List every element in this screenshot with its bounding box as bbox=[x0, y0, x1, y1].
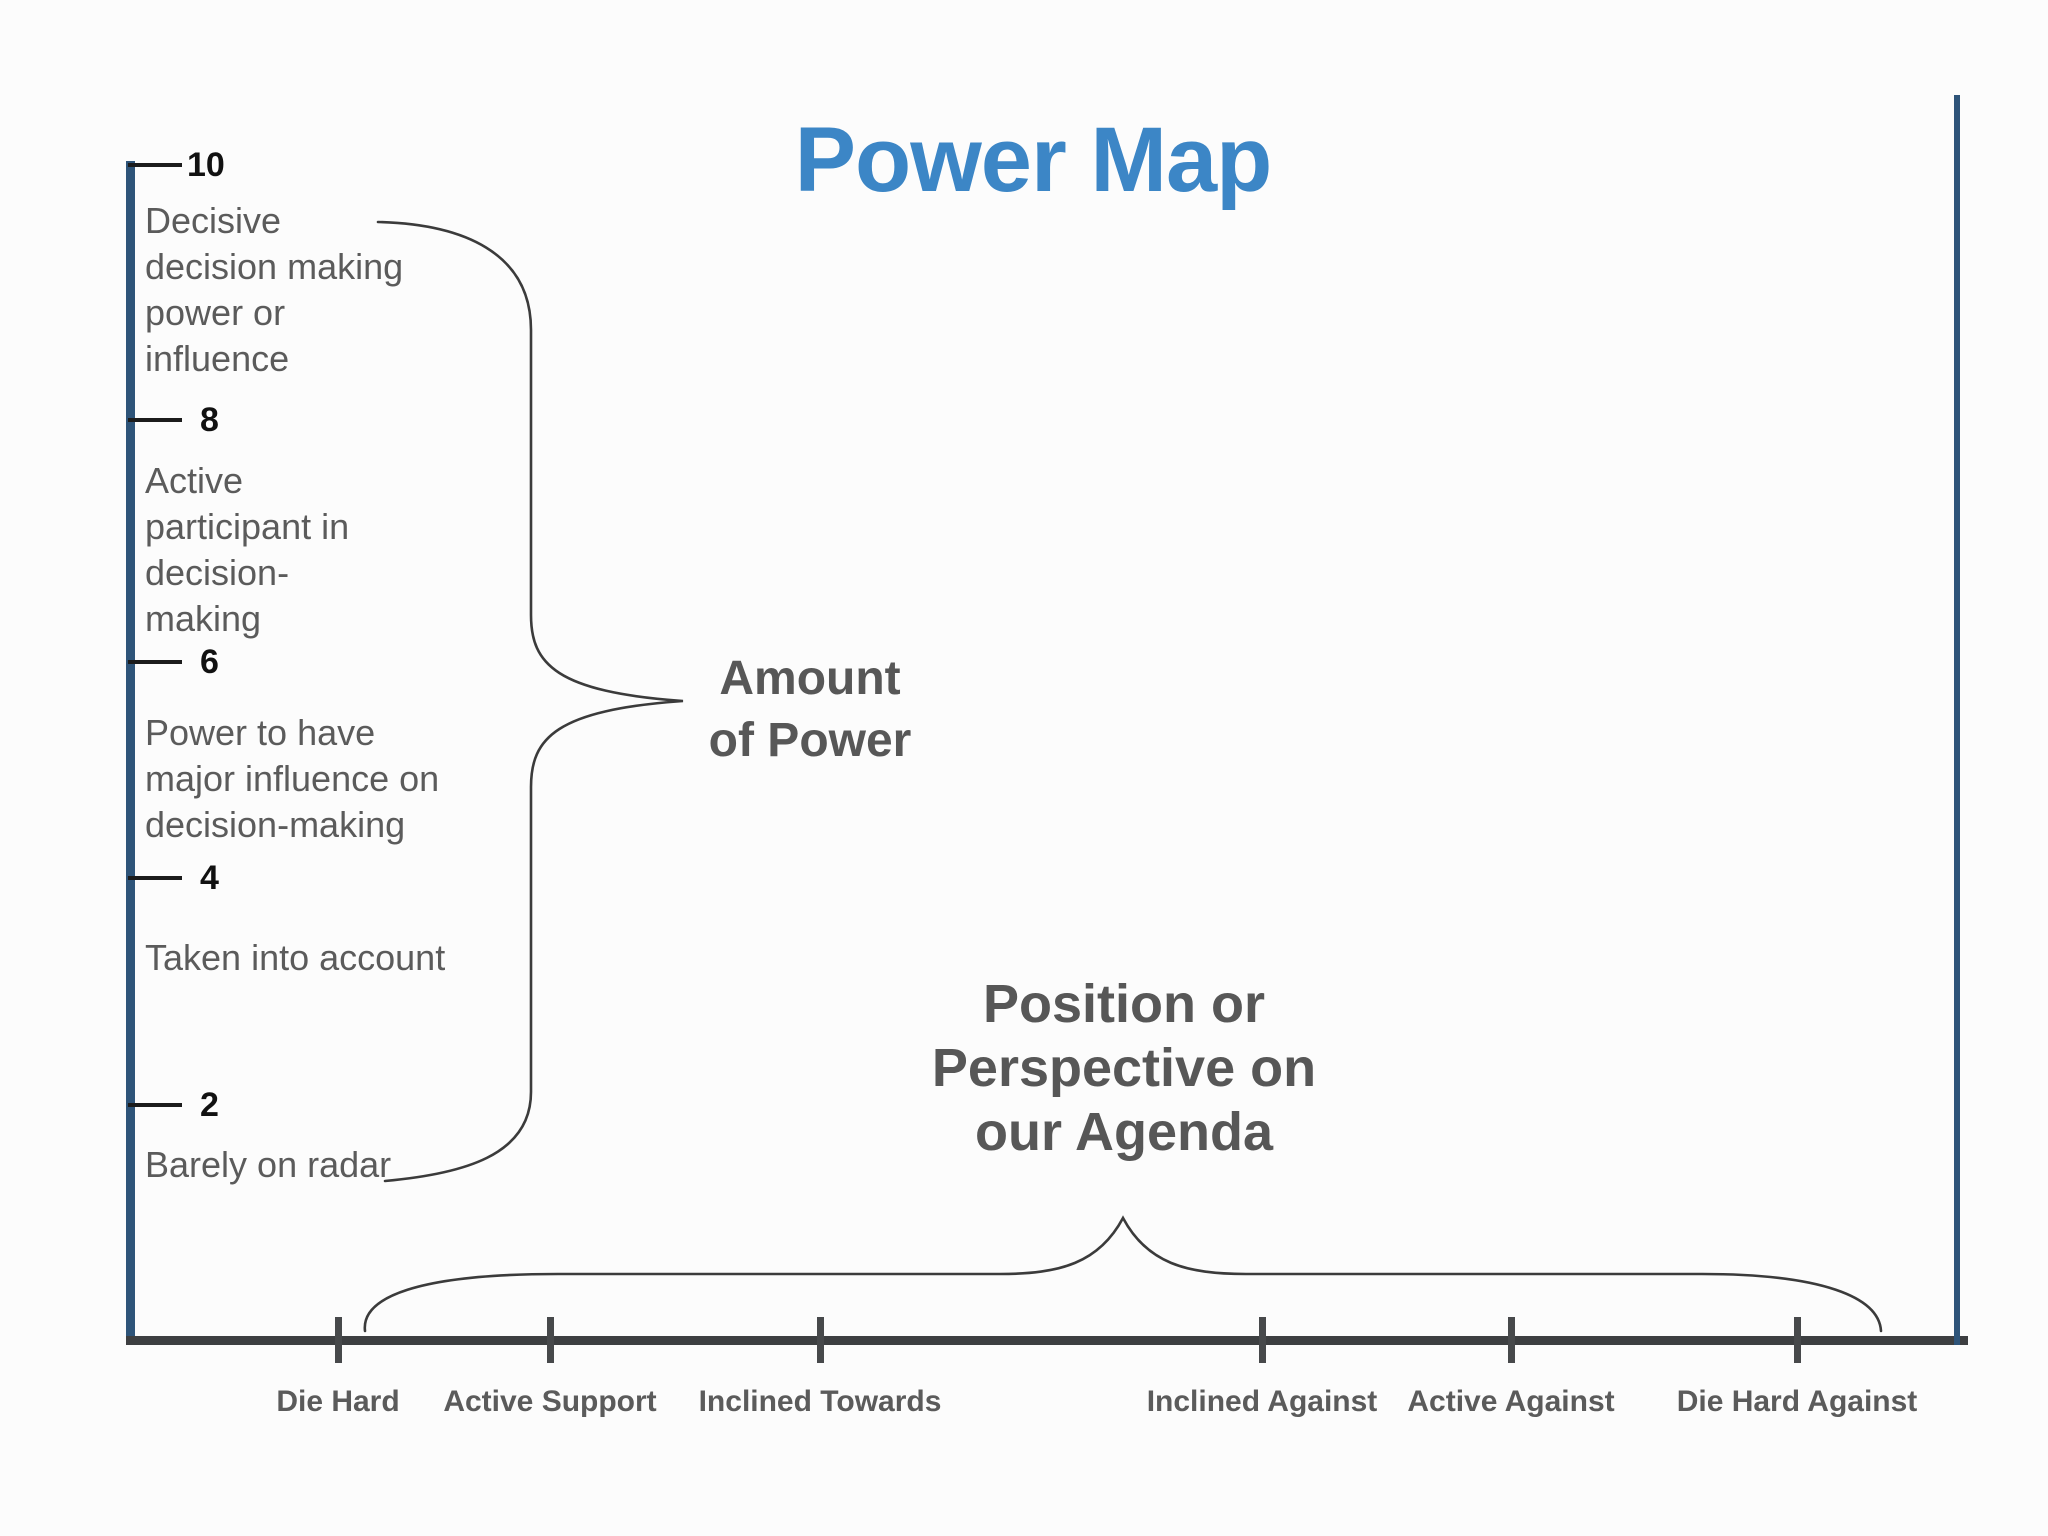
y-tick-mark-8 bbox=[128, 418, 182, 422]
x-axis-concept-label: Position or Perspective on our Agenda bbox=[931, 974, 1317, 1162]
y-tick-description: Decisive decision making power or influe… bbox=[145, 200, 404, 379]
y-tick-description: Active participant in decision- making bbox=[145, 460, 350, 639]
right-border-line bbox=[1954, 95, 1960, 1345]
y-tick-mark-2 bbox=[128, 1103, 182, 1107]
y-tick-description: Barely on radar bbox=[145, 1144, 392, 1185]
x-tick-label: Active Against bbox=[1407, 1385, 1615, 1418]
x-axis-line bbox=[126, 1336, 1968, 1345]
y-tick-value: 4 bbox=[200, 859, 219, 897]
x-tick-label: Active Support bbox=[443, 1385, 657, 1418]
x-tick-mark-die-hard bbox=[335, 1317, 342, 1363]
x-axis-brace bbox=[363, 1215, 1883, 1333]
x-tick-mark-die-hard-against bbox=[1794, 1317, 1801, 1363]
y-tick-mark-10 bbox=[128, 163, 182, 167]
x-tick-label: Inclined Towards bbox=[698, 1385, 942, 1418]
y-tick-value: 10 bbox=[187, 146, 225, 184]
x-tick-mark-active-against bbox=[1508, 1317, 1515, 1363]
y-tick-description: Power to have major influence on decisio… bbox=[145, 712, 440, 845]
y-axis-line bbox=[126, 161, 135, 1345]
y-tick-mark-6 bbox=[128, 660, 182, 664]
x-tick-label: Die Hard bbox=[276, 1385, 400, 1418]
y-axis-concept-label: Amount of Power bbox=[708, 652, 912, 767]
x-tick-mark-active-support bbox=[547, 1317, 554, 1363]
y-tick-mark-4 bbox=[128, 876, 182, 880]
x-tick-mark-inclined-against bbox=[1259, 1317, 1266, 1363]
x-tick-label: Inclined Against bbox=[1146, 1385, 1378, 1418]
page-title: Power Map bbox=[794, 109, 1273, 211]
y-tick-value: 6 bbox=[200, 643, 219, 681]
x-tick-label: Die Hard Against bbox=[1676, 1385, 1918, 1418]
x-tick-mark-inclined-towards bbox=[817, 1317, 824, 1363]
y-tick-value: 8 bbox=[200, 401, 219, 439]
y-tick-description: Taken into account bbox=[145, 937, 446, 978]
y-tick-value: 2 bbox=[200, 1086, 219, 1124]
